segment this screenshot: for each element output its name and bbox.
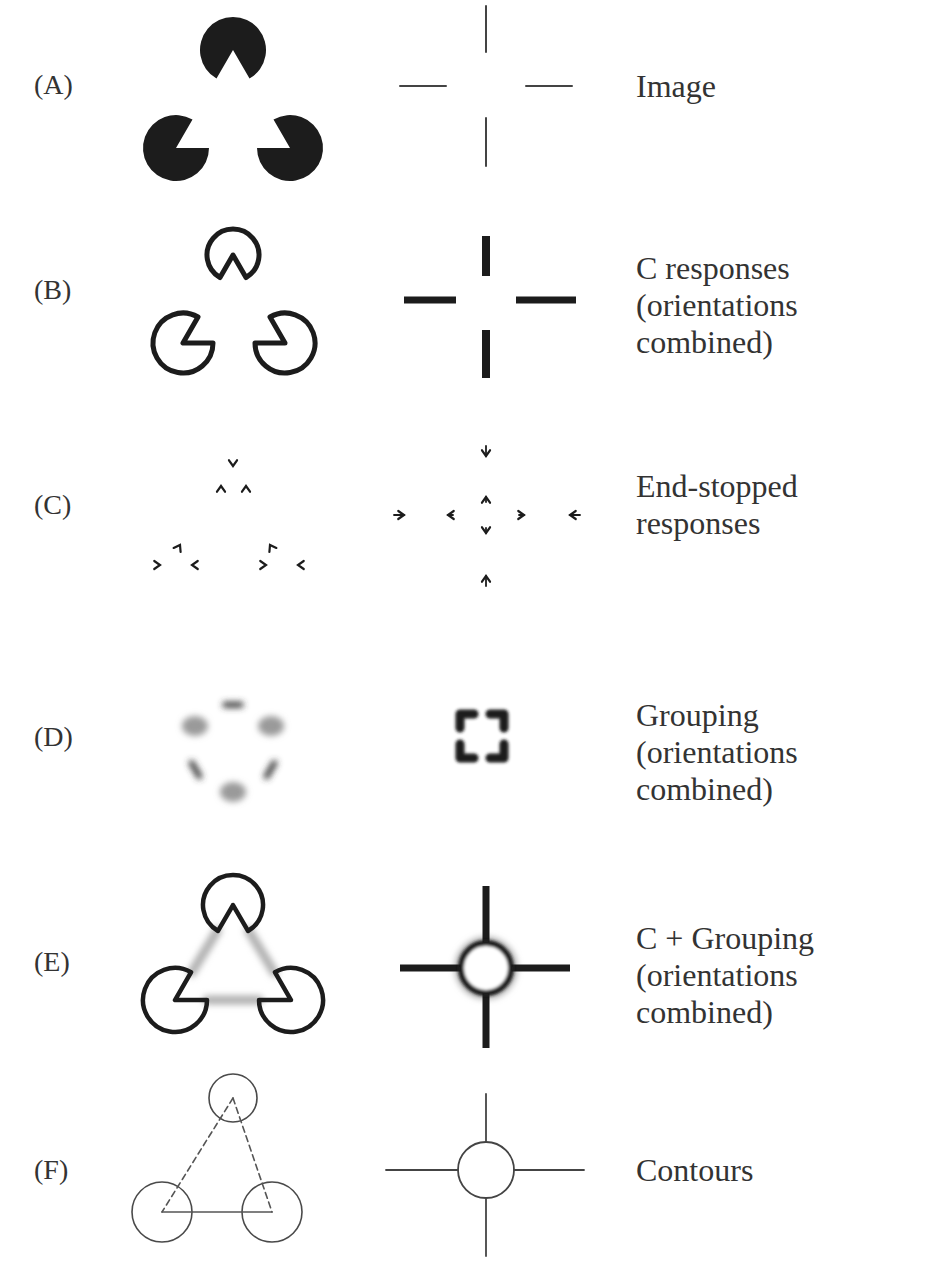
pacman-outline: [259, 968, 323, 1032]
row-caption: Grouping (orientations combined): [636, 697, 898, 808]
panel-letter: (F): [34, 1154, 114, 1186]
label-slot: Grouping (orientations combined): [636, 697, 898, 808]
end-stop-mark: [260, 561, 266, 569]
line-segment: [400, 85, 446, 87]
label-slot: End-stopped responses: [636, 468, 898, 542]
label-slot: Contours: [636, 1152, 898, 1189]
grouping-dash: [192, 763, 200, 776]
row-caption: Image: [636, 68, 898, 105]
end-stop-mark: [229, 460, 237, 466]
end-stop-mark: [482, 450, 490, 456]
combined-cross: [400, 886, 570, 1048]
label-slot: C + Grouping (orientations combined): [636, 920, 898, 1031]
end-stop-mark: [298, 561, 304, 569]
line-segment: [485, 6, 487, 52]
grouping-halo: [192, 931, 275, 1000]
c-response-triangle: [153, 229, 315, 373]
thick-segment: [404, 297, 456, 304]
contour-triangle: [132, 1074, 302, 1242]
contour-cross: [386, 1094, 584, 1256]
cross-image: [400, 6, 572, 166]
grouping-corner: [490, 714, 504, 728]
pacman-inducer: [257, 115, 323, 181]
grouping-corner: [460, 714, 474, 728]
end-stop-mark: [269, 545, 276, 552]
grouping-corner: [460, 744, 474, 758]
end-stop-mark: [154, 561, 160, 569]
end-stop-mark: [174, 545, 181, 552]
label-slot: (E): [34, 946, 114, 978]
contour-line: [485, 1198, 487, 1256]
grouping-corner: [490, 744, 504, 758]
pacman-inducer: [200, 17, 266, 79]
label-slot: (C): [34, 489, 114, 521]
thick-segment: [482, 330, 490, 378]
label-slot: (D): [34, 721, 114, 753]
end-stop-mark: [242, 486, 250, 492]
pacman-outline: [203, 875, 263, 931]
end-stop-mark: [482, 497, 490, 503]
contour-line: [386, 1169, 458, 1171]
line-segment: [526, 85, 572, 87]
contour-line: [514, 1169, 584, 1171]
illusory-contour: [162, 1211, 272, 1213]
end-stop-mark: [448, 511, 454, 519]
grouping-dash: [267, 763, 275, 776]
pacman-outline: [153, 313, 213, 373]
panel-letter: (B): [34, 274, 114, 306]
pacman-outline: [255, 313, 315, 373]
end-stop-mark: [217, 486, 225, 492]
c-response-cross: [404, 236, 576, 378]
pacman-outline: [143, 968, 207, 1032]
combined-triangle: [143, 875, 323, 1032]
label-slot: Image: [636, 68, 898, 105]
thick-segment: [516, 297, 576, 304]
contour-circle: [458, 1142, 514, 1198]
label-slot: C responses (orientations combined): [636, 250, 898, 361]
grouping-blob: [258, 716, 284, 736]
illusory-contour: [162, 1098, 233, 1212]
panel-letter: (E): [34, 946, 114, 978]
label-slot: (A): [34, 69, 114, 101]
illusory-edge: [249, 931, 275, 973]
end-stop-mark: [192, 561, 198, 569]
illusory-edge: [192, 931, 218, 973]
thick-segment: [482, 236, 490, 276]
grouping-blob: [182, 716, 208, 736]
pacman-outline: [207, 229, 259, 278]
grouping-triangle: [182, 705, 284, 802]
illusory-contour: [233, 1098, 272, 1212]
illusory-circle: [461, 943, 511, 993]
label-slot: (B): [34, 274, 114, 306]
end-stop-mark: [482, 527, 490, 533]
end-stopped-cross: [394, 446, 580, 586]
grouping-halo: [460, 942, 512, 994]
grouping-dash: [225, 702, 240, 708]
panel-letter: (A): [34, 69, 114, 101]
grouping-blob: [220, 782, 246, 802]
row-caption: C responses (orientations combined): [636, 250, 898, 361]
end-stopped-triangle: [154, 460, 303, 569]
end-stop-mark: [482, 576, 490, 582]
grouping-cross: [460, 714, 504, 758]
label-slot: (F): [34, 1154, 114, 1186]
row-caption: End-stopped responses: [636, 468, 898, 542]
panel-letter: (C): [34, 489, 114, 521]
panel-letter: (D): [34, 721, 114, 753]
row-caption: Contours: [636, 1152, 898, 1189]
end-stop-mark: [518, 511, 524, 519]
contour-line: [485, 1094, 487, 1142]
row-caption: C + Grouping (orientations combined): [636, 920, 898, 1031]
end-stop-mark: [570, 511, 576, 519]
end-stop-mark: [398, 511, 404, 519]
illusory-edge: [207, 996, 259, 1005]
line-segment: [485, 118, 487, 166]
kanizsa-image: [143, 17, 323, 181]
pacman-inducer: [143, 115, 209, 181]
